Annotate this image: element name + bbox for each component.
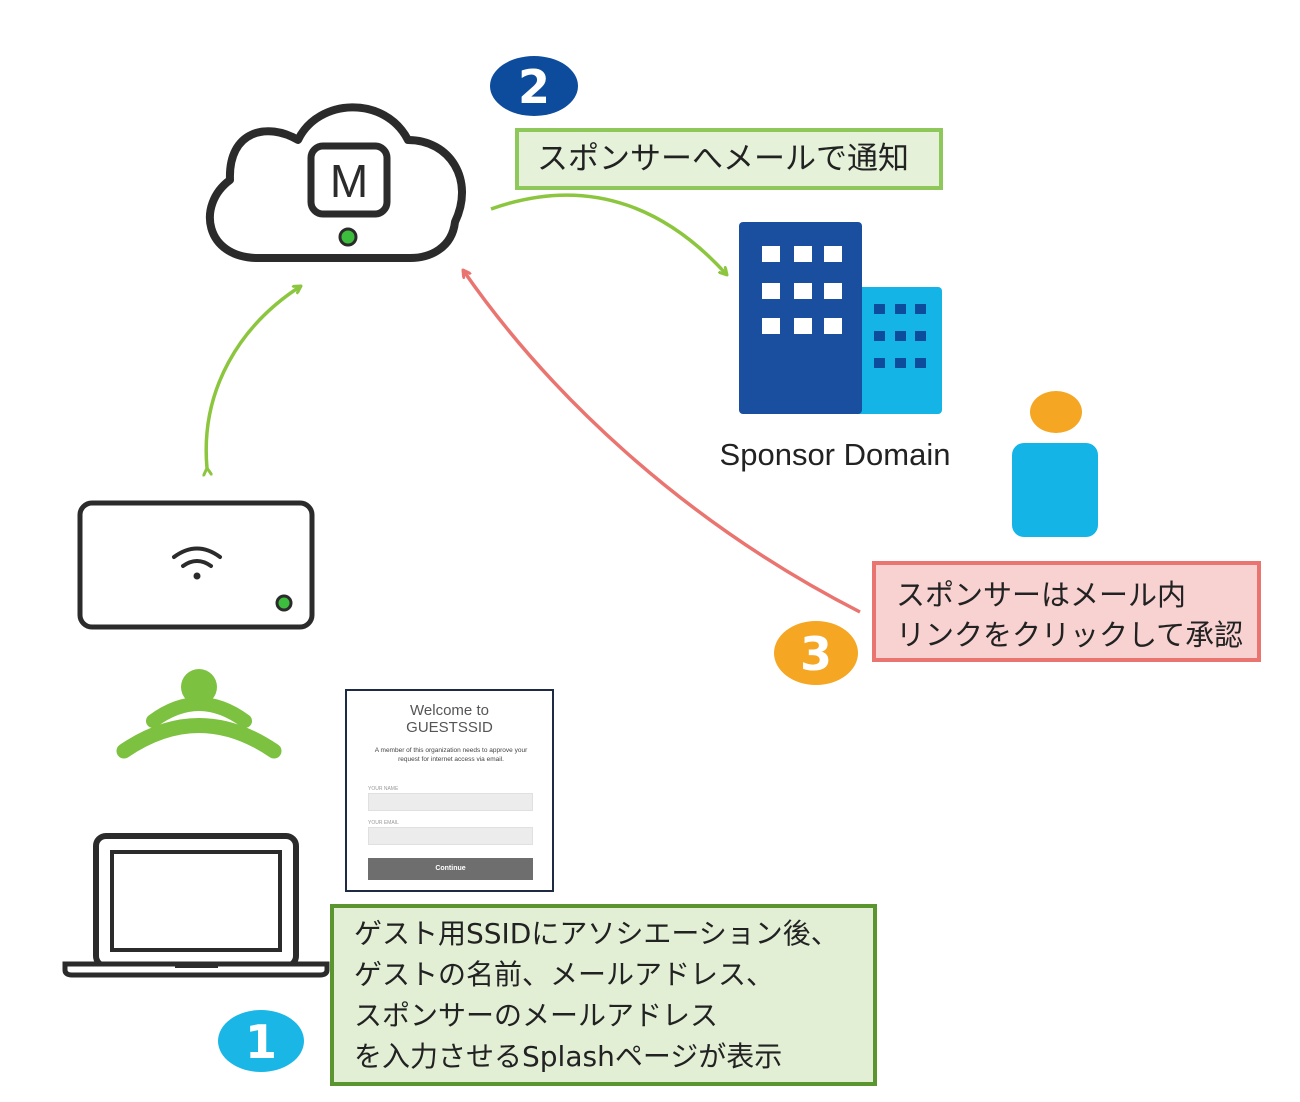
step3-note-line: スポンサーはメール内 bbox=[896, 578, 1187, 612]
person-icon bbox=[1012, 391, 1098, 537]
sponsor-approval-arrow bbox=[463, 270, 861, 614]
splash-title-line2: GUESTSSID bbox=[406, 719, 493, 736]
ap-cloud-link-arrow bbox=[206, 286, 301, 468]
splash-name-field[interactable] bbox=[368, 793, 533, 811]
step1-note-line: スポンサーのメールアドレス bbox=[354, 999, 719, 1032]
notify-sponsor-arrow bbox=[490, 193, 727, 275]
step1-note-line: を入力させるSplashページが表示 bbox=[354, 1040, 783, 1073]
laptop-icon bbox=[62, 833, 330, 978]
building-icon bbox=[739, 222, 942, 414]
cloud-icon: M bbox=[205, 103, 466, 262]
step1-note: ゲスト用SSIDにアソシエーション後、 ゲストの名前、メールアドレス、 スポンサ… bbox=[330, 904, 877, 1086]
step-badge-2: 2 bbox=[490, 56, 578, 116]
step-badge-3: 3 bbox=[774, 621, 858, 685]
step2-note: スポンサーへメールで通知 bbox=[515, 128, 943, 190]
splash-email-label: YOUR EMAIL bbox=[368, 820, 399, 826]
splash-continue-button[interactable]: Continue bbox=[368, 858, 533, 880]
step-badge-1-number: 1 bbox=[245, 1015, 277, 1069]
step1-note-line: ゲスト用SSIDにアソシエーション後、 bbox=[354, 917, 839, 950]
step1-note-line: ゲストの名前、メールアドレス、 bbox=[354, 958, 775, 991]
step3-note-line: リンクをクリックして承認 bbox=[896, 618, 1244, 652]
cloud-status-led bbox=[338, 227, 358, 247]
step-badge-3-number: 3 bbox=[800, 627, 832, 681]
step-badge-2-number: 2 bbox=[518, 60, 550, 114]
sponsor-domain-label: Sponsor Domain bbox=[719, 437, 951, 472]
step-badge-1: 1 bbox=[218, 1010, 304, 1072]
wireless-signal-icon bbox=[116, 669, 282, 759]
splash-title-line1: Welcome to bbox=[410, 702, 489, 719]
step2-note-text: スポンサーへメールで通知 bbox=[537, 141, 909, 177]
access-point-icon bbox=[77, 500, 315, 630]
cloud-logo-letter: M bbox=[330, 155, 368, 207]
wifi-icon bbox=[172, 546, 222, 580]
ap-status-led bbox=[275, 594, 293, 612]
splash-description: A member of this organization needs to a… bbox=[374, 747, 528, 763]
splash-email-field[interactable] bbox=[368, 827, 533, 845]
splash-page-preview: Welcome to GUESTSSID A member of this or… bbox=[345, 689, 554, 892]
meraki-logo-icon bbox=[307, 142, 391, 218]
step3-note: スポンサーはメール内 リンクをクリックして承認 bbox=[872, 561, 1261, 662]
splash-name-label: YOUR NAME bbox=[368, 786, 399, 792]
